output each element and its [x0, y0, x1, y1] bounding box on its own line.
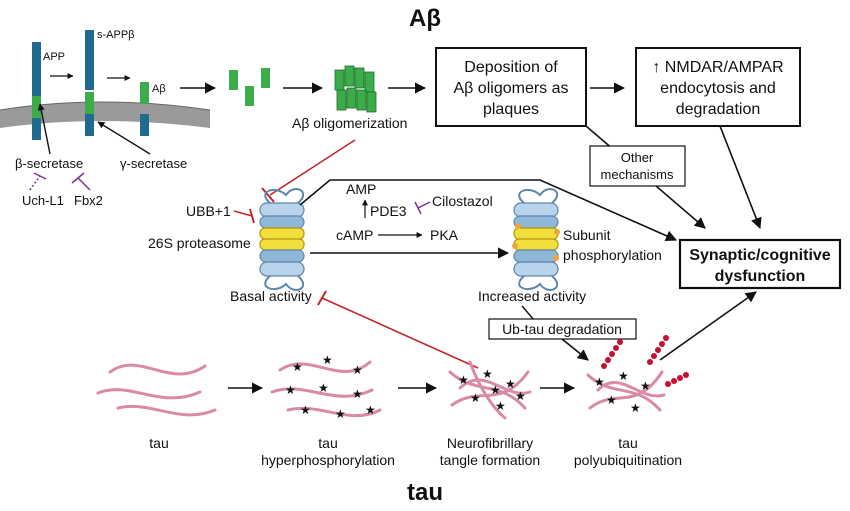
proteasome-label: 26S proteasome: [148, 235, 251, 251]
uchl1-label: Uch-L1: [22, 193, 64, 208]
endocytosis-line-2: endocytosis and: [660, 80, 776, 97]
arrow-ubtau-to-polyub: [561, 338, 589, 361]
app-protein: [32, 42, 41, 140]
oligomer-inhibit-bar: [261, 187, 275, 203]
svg-text:★: ★: [335, 407, 346, 421]
arrow-proteasome-to-dysfunction: [299, 179, 678, 242]
subunit-line-1: Subunit: [563, 227, 611, 243]
sappb-protein: [85, 30, 94, 136]
svg-text:★: ★: [352, 363, 363, 377]
tau-label: tau: [149, 435, 168, 451]
cilostazol-inhibit-bar: [414, 201, 422, 215]
svg-text:★: ★: [285, 383, 296, 397]
svg-text:★: ★: [352, 387, 363, 401]
dysfunction-box: [678, 238, 842, 290]
abeta-title: Aβ: [409, 5, 441, 32]
svg-text:★: ★: [515, 389, 526, 403]
svg-text:★: ★: [292, 360, 303, 374]
uchl1-inhibit: [29, 175, 41, 191]
dysfunction-line-1: Synaptic/cognitive: [689, 247, 830, 264]
svg-text:★: ★: [630, 401, 641, 415]
beta-secretase-label: β-secretase: [15, 156, 83, 171]
camp-label: cAMP: [336, 227, 373, 243]
ubb-inhibit-bar: [249, 208, 255, 224]
svg-text:★: ★: [640, 379, 651, 393]
cell-membrane: [0, 101, 211, 128]
other-mechanisms-line-2: mechanisms: [601, 167, 674, 182]
svg-text:★: ★: [495, 399, 506, 413]
phosphorylation-marks: [512, 223, 560, 261]
line-increased-to-ubtau: [521, 305, 535, 321]
fbx2-inhibit-bar: [71, 172, 85, 184]
gamma-secretase-arrow: [97, 121, 151, 155]
svg-text:★: ★: [365, 403, 376, 417]
hyper-line-2: hyperphosphorylation: [261, 452, 395, 468]
pka-label: PKA: [430, 227, 459, 243]
cilostazol-label: Cilostazol: [432, 193, 493, 209]
oligomer-inhibit-line: [269, 139, 356, 196]
polyubiquitinated-tau: ★★★ ★★: [586, 335, 689, 415]
hyperphosphorylated-tau: ★★★ ★★★ ★★★: [270, 353, 382, 421]
amp-label: AMP: [346, 181, 376, 197]
endocytosis-line-1: ↑ NMDAR/AMPAR: [652, 59, 783, 76]
abeta-label: Aβ: [152, 83, 166, 95]
oligomerization-label: Aβ oligomerization: [292, 115, 407, 131]
proteasome-basal: [259, 188, 305, 291]
gamma-secretase-label: γ-secretase: [120, 156, 187, 171]
svg-text:★: ★: [594, 375, 605, 389]
arrow-polyub-to-dysfunction: [659, 291, 757, 361]
proteasome-increased: [513, 188, 559, 291]
neurofibrillary-tangle: ★★★ ★★★ ★: [448, 360, 532, 420]
svg-text:★: ★: [618, 369, 629, 383]
deposition-line-2: Aβ oligomers as: [453, 80, 568, 97]
svg-text:★: ★: [300, 403, 311, 417]
endocytosis-line-3: degradation: [676, 101, 761, 118]
tau-title: tau: [407, 479, 443, 506]
abeta-oligomers: [334, 65, 377, 113]
arrow-endocytosis-to-dysfunction: [719, 125, 762, 230]
svg-text:★: ★: [505, 377, 516, 391]
fbx2-inhibit: [77, 177, 91, 191]
other-mechanisms-box: [589, 145, 686, 187]
ubb-inhibit-line: [233, 210, 253, 217]
other-mechanisms-line-1: Other: [621, 150, 654, 165]
pde3-label: PDE3: [370, 203, 407, 219]
svg-text:★: ★: [482, 367, 493, 381]
sappb-label: s-APPβ: [97, 29, 135, 41]
svg-text:★: ★: [470, 391, 481, 405]
polyub-line-1: tau: [618, 435, 637, 451]
dysfunction-line-2: dysfunction: [715, 268, 806, 285]
hyper-line-1: tau: [318, 435, 337, 451]
svg-text:★: ★: [322, 353, 333, 367]
endocytosis-box: [635, 47, 801, 127]
tangle-line-1: Neurofibrillary: [447, 435, 533, 451]
tau-strands: [96, 363, 217, 417]
uchl1-inhibit-bar: [33, 172, 47, 180]
svg-text:★: ★: [490, 383, 501, 397]
ubtau-label: Ub-tau degradation: [502, 321, 622, 337]
abeta-monomers: [229, 68, 270, 106]
ubb-label: UBB+1: [186, 203, 231, 219]
subunit-line-2: phosphorylation: [563, 247, 662, 263]
svg-text:★: ★: [318, 381, 329, 395]
deposition-line-3: plaques: [483, 101, 539, 118]
polyub-line-2: polyubiquitination: [574, 452, 682, 468]
app-stub: [140, 114, 149, 136]
fbx2-label: Fbx2: [74, 193, 103, 208]
deposition-box: [435, 47, 587, 127]
tangle-inhibit-line: [321, 297, 479, 369]
abeta-monomer: [140, 82, 149, 104]
svg-text:★: ★: [458, 373, 469, 387]
svg-text:★: ★: [606, 393, 617, 407]
app-label: APP: [43, 51, 65, 63]
tangle-inhibit-bar: [317, 290, 327, 306]
basal-activity-label: Basal activity: [230, 288, 312, 304]
cilostazol-inhibit-line: [417, 201, 431, 209]
increased-activity-label: Increased activity: [478, 288, 586, 304]
beta-secretase-arrow: [37, 103, 51, 155]
tangle-line-2: tangle formation: [440, 452, 540, 468]
deposition-line-1: Deposition of: [464, 59, 558, 76]
